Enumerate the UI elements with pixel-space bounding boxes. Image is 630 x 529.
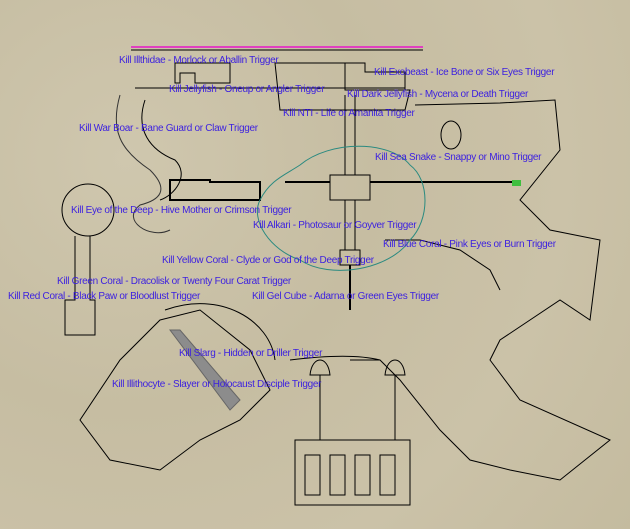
map-label: Kill Sea Snake - Snappy or Mino Trigger — [375, 152, 542, 163]
map-label: Kill Slarg - Hidden or Driller Trigger — [179, 348, 323, 359]
map-label: Kill Exobeast - Ice Bone or Six Eyes Tri… — [374, 67, 555, 78]
map-label: Kill Blue Coral - Pink Eyes or Burn Trig… — [383, 239, 556, 250]
map-label: Kill War Boar - Bane Guard or Claw Trigg… — [79, 123, 258, 134]
map-label: Kill Illithocyte - Slayer or Holocaust D… — [112, 379, 322, 390]
map-label: Kill Eye of the Deep - Hive Mother or Cr… — [71, 205, 292, 216]
map-label: Kill Green Coral - Dracolisk or Twenty F… — [57, 276, 291, 287]
map-label: Kill NTI - Life or Amanita Trigger — [283, 108, 415, 119]
map-label: Kill Gel Cube - Adarna or Green Eyes Tri… — [252, 291, 439, 302]
map-label: Kill Jellyfish - Oneup or Angler Trigger — [169, 84, 325, 95]
map-label: Kill Red Coral - Black Paw or Bloodlust … — [8, 291, 201, 302]
map-label: Kill Dark Jellyfish - Mycena or Death Tr… — [347, 89, 529, 100]
exit-marker — [512, 180, 521, 186]
map-label: Kill Yellow Coral - Clyde or God of the … — [162, 255, 374, 266]
zone-outline — [256, 145, 426, 271]
map-label: Kill Alkari - Photosaur or Goyver Trigge… — [253, 220, 417, 231]
map-label: Kill Illthidae - Morlock or Aballin Trig… — [119, 55, 279, 66]
